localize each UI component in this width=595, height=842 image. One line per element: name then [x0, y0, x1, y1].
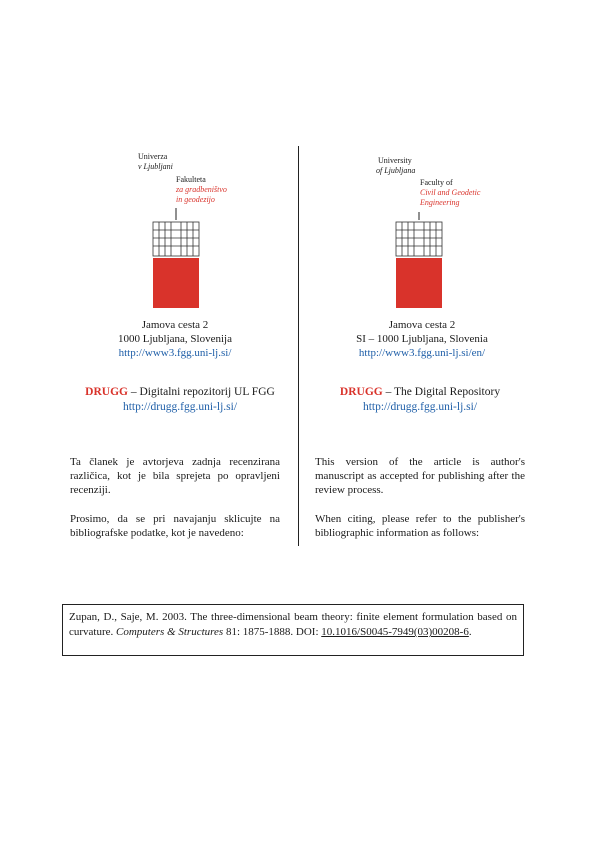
- left-address-line1: Jamova cesta 2: [141, 319, 209, 331]
- left-address: Jamova cesta 2 1000 Ljubljana, Slovenija…: [80, 318, 270, 360]
- right-university-line2: of Ljubljana: [376, 166, 416, 175]
- left-faculty-line3: in geodezijo: [176, 195, 215, 204]
- citation-volume: 81: 1875-1888. DOI:: [223, 626, 322, 638]
- right-address: Jamova cesta 2 SI – 1000 Ljubljana, Slov…: [322, 318, 522, 360]
- right-address-line2: SI – 1000 Ljubljana, Slovenia: [356, 333, 488, 345]
- right-faculty-line1: Faculty of: [420, 178, 453, 187]
- left-drugg-desc: – Digitalni repozitorij UL FGG: [127, 386, 275, 398]
- left-paragraph-2: Prosimo, da se pri navajanju sklicujte n…: [70, 513, 280, 539]
- right-university-line1: University: [378, 156, 412, 165]
- column-divider: [298, 146, 299, 546]
- left-drugg-url[interactable]: http://drugg.fgg.uni-lj.si/: [122, 401, 238, 413]
- building-icon: [395, 212, 443, 308]
- left-university-line1: Univerza: [138, 152, 168, 161]
- right-logo: University of Ljubljana Faculty of Civil…: [370, 154, 490, 314]
- left-logo: Univerza v Ljubljani Fakulteta za gradbe…: [130, 150, 250, 310]
- left-faculty-line1: Fakulteta: [176, 175, 206, 184]
- right-drugg: DRUGG – The Digital Repository http://dr…: [310, 385, 530, 415]
- right-address-line1: Jamova cesta 2: [388, 319, 456, 331]
- citation-doi-link[interactable]: 10.1016/S0045-7949(03)00208-6: [321, 626, 469, 638]
- right-faculty-line3: Engineering: [420, 198, 460, 207]
- right-paragraph-1: This version of the article is author's …: [315, 456, 525, 496]
- right-faculty-line2: Civil and Geodetic: [420, 188, 481, 197]
- citation-end: .: [468, 626, 472, 638]
- right-paragraph-2: When citing, please refer to the publish…: [315, 513, 525, 539]
- right-drugg-name: DRUGG: [339, 386, 383, 398]
- building-icon: [152, 208, 200, 308]
- right-address-url[interactable]: http://www3.fgg.uni-lj.si/en/: [358, 347, 486, 359]
- right-drugg-url[interactable]: http://drugg.fgg.uni-lj.si/: [362, 401, 478, 413]
- citation-journal: Computers & Structures: [116, 626, 224, 638]
- citation-authors: Zupan, D., Saje, M. 2003. The three-dime…: [69, 611, 517, 638]
- left-address-line2: 1000 Ljubljana, Slovenija: [118, 333, 232, 345]
- left-drugg-name: DRUGG: [85, 386, 128, 398]
- right-drugg-desc: – The Digital Repository: [382, 386, 501, 398]
- citation-box: Zupan, D., Saje, M. 2003. The three-dime…: [62, 604, 524, 656]
- left-paragraph-1: Ta članek je avtorjeva zadnja recenziran…: [70, 456, 280, 496]
- left-address-url[interactable]: http://www3.fgg.uni-lj.si/: [118, 347, 232, 359]
- left-faculty-line2: za gradbeništvo: [176, 185, 227, 194]
- left-university-line2: v Ljubljani: [138, 162, 173, 171]
- left-drugg: DRUGG – Digitalni repozitorij UL FGG htt…: [60, 385, 300, 415]
